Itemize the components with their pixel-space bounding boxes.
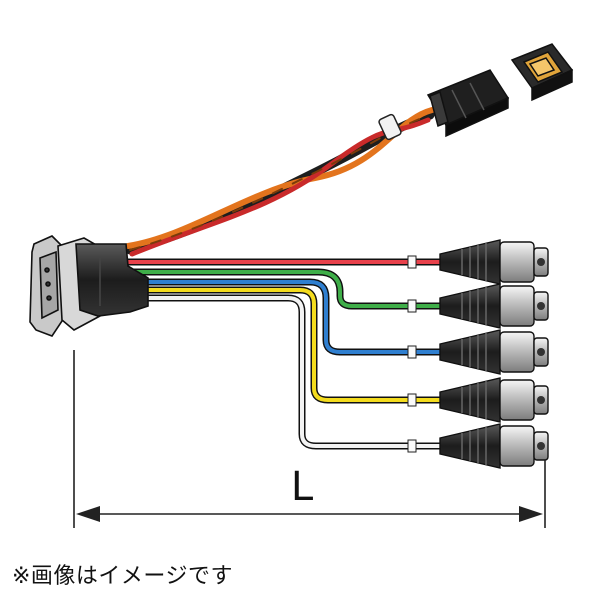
dimension-label: L — [291, 464, 314, 510]
dsub-connector — [29, 235, 149, 337]
connector-cap — [510, 43, 574, 102]
bnc-connectors — [439, 239, 549, 469]
bnc-connector — [439, 283, 549, 329]
dimension-line — [73, 350, 546, 528]
wire-markers — [407, 255, 417, 453]
bnc-connector — [439, 377, 549, 423]
cable-illustration: L — [29, 43, 574, 528]
bnc-connector — [439, 329, 549, 375]
bnc-connector — [439, 239, 549, 285]
image-caption: ※画像はイメージです — [12, 564, 233, 589]
bnc-connector — [439, 423, 549, 469]
signal-wires — [120, 258, 455, 450]
cable-tie — [378, 113, 402, 141]
power-connector — [426, 69, 510, 138]
